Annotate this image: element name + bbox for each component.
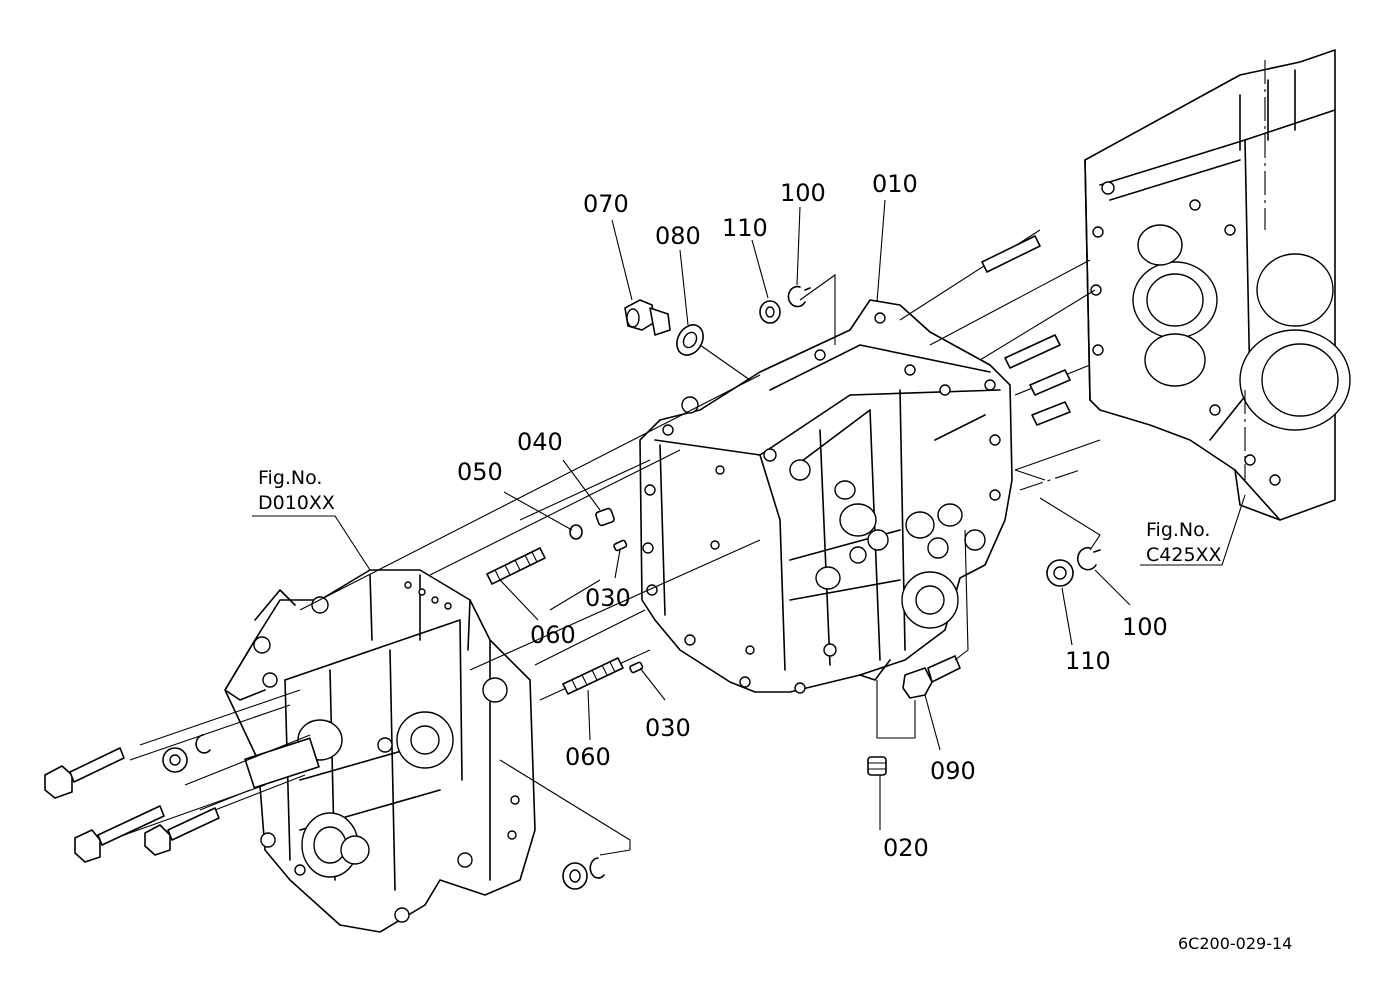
part-110-nut-right (1046, 559, 1074, 587)
part-080-gasket (676, 324, 704, 356)
callout-030-upper: 030 (585, 584, 631, 612)
part-060-stud-upper (486, 547, 546, 585)
callout-100-top: 100 (780, 179, 826, 207)
callout-100-right: 100 (1122, 613, 1168, 641)
rear-housing-c425xx (1084, 49, 1351, 521)
callout-110-top: 110 (722, 214, 768, 242)
callout-070: 070 (583, 190, 629, 218)
callout-010: 010 (872, 170, 918, 198)
part-020-plug (867, 756, 887, 776)
part-030-pin-lower (629, 661, 644, 674)
callout-050: 050 (457, 458, 503, 486)
callout-020: 020 (883, 834, 929, 862)
callout-030-lower: 030 (645, 714, 691, 742)
part-110-nut-top (759, 300, 781, 324)
callout-080: 080 (655, 222, 701, 250)
part-040-bushing (595, 507, 615, 527)
drawing-code: 6C200-029-14 (1178, 934, 1292, 953)
part-070-plug (624, 299, 671, 336)
fig-ref-left-line2: D010XX (258, 492, 335, 514)
part-090-bolt (902, 655, 961, 699)
part-050-o-ring (569, 524, 583, 540)
part-100-washer-top (787, 285, 811, 308)
left-fasteners (44, 734, 605, 890)
callout-110-right: 110 (1065, 647, 1111, 675)
studs-right (981, 235, 1071, 426)
callout-090: 090 (930, 757, 976, 785)
front-housing-d010xx (224, 569, 536, 933)
leader-lines (252, 199, 1246, 830)
center-case-010 (639, 299, 1013, 694)
part-060-stud-lower (562, 657, 624, 695)
callout-060-lower: 060 (565, 743, 611, 771)
fig-ref-right-line2: C425XX (1146, 544, 1222, 566)
part-100-washer-right (1077, 546, 1101, 571)
fig-ref-right-line1: Fig.No. (1146, 519, 1210, 541)
callout-labels: 070 080 110 100 010 040 050 030 060 060 … (258, 170, 1292, 953)
callout-040: 040 (517, 428, 563, 456)
callout-060-upper: 060 (530, 621, 576, 649)
part-030-pin-upper (613, 539, 628, 552)
fig-ref-left-line1: Fig.No. (258, 467, 322, 489)
